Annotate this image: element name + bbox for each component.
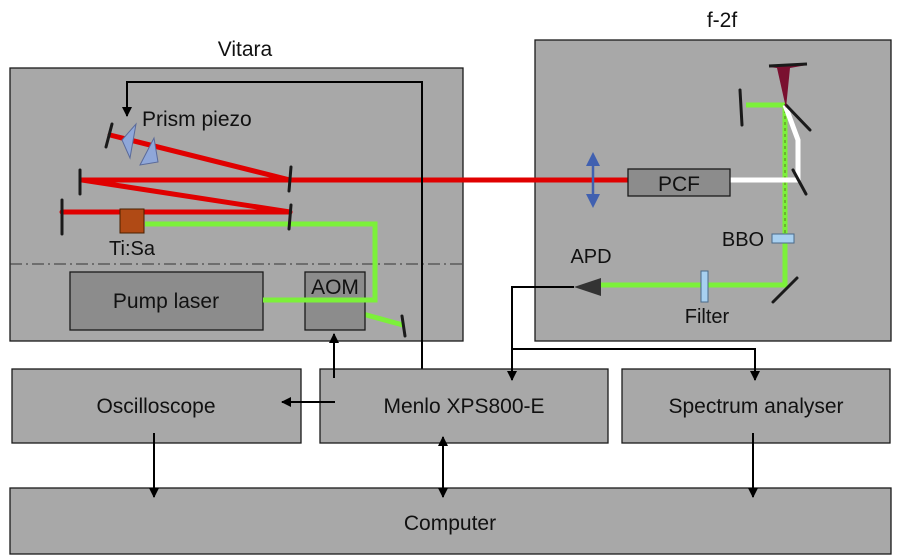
grating-icon (769, 65, 807, 108)
filter-label: Filter (685, 306, 730, 328)
computer-box (9, 487, 892, 555)
signal-wires (149, 286, 760, 498)
filter-element (700, 270, 709, 303)
mirror (400, 314, 407, 338)
mirror (738, 88, 744, 127)
apd-label: APD (570, 246, 611, 268)
mirror (784, 103, 812, 132)
prism-piezo-label: Prism piezo (142, 108, 252, 131)
pump-laser-box (69, 271, 264, 331)
pcf-box (627, 168, 731, 197)
computer-label: Computer (404, 512, 496, 535)
bbo-crystal (771, 233, 795, 244)
oscilloscope-label: Oscilloscope (96, 395, 215, 418)
mirror (771, 276, 799, 304)
piezo-feedback-wire (122, 81, 423, 378)
prism-1 (121, 122, 137, 160)
grating-bar (768, 62, 808, 68)
polarization-arrow (586, 152, 600, 208)
prism-2 (139, 136, 159, 166)
apd-detector (574, 278, 601, 296)
red-beam (59, 132, 631, 215)
menlo-box (319, 368, 609, 444)
menlo-label: Menlo XPS800-E (383, 395, 544, 418)
white-beam (730, 104, 801, 183)
f2f-label: f-2f (707, 9, 738, 32)
tisa-crystal (119, 208, 145, 234)
spectrum-analyser-box (621, 368, 891, 444)
mirror (287, 165, 293, 193)
mirror (791, 168, 808, 196)
vitara-label: Vitara (218, 38, 273, 61)
pcf-label: PCF (658, 173, 700, 196)
spectrum-analyser-label: Spectrum analyser (668, 395, 843, 418)
mirror (104, 122, 114, 149)
wire-apd-spectrum (512, 348, 760, 381)
pump-laser-label: Pump laser (113, 290, 219, 313)
bbo-label: BBO (722, 229, 764, 251)
mirror (287, 203, 293, 231)
aom-label: AOM (311, 276, 359, 299)
oscilloscope-box (11, 368, 302, 444)
tisa-label: Ti:Sa (109, 238, 156, 260)
mirrors (60, 88, 812, 338)
